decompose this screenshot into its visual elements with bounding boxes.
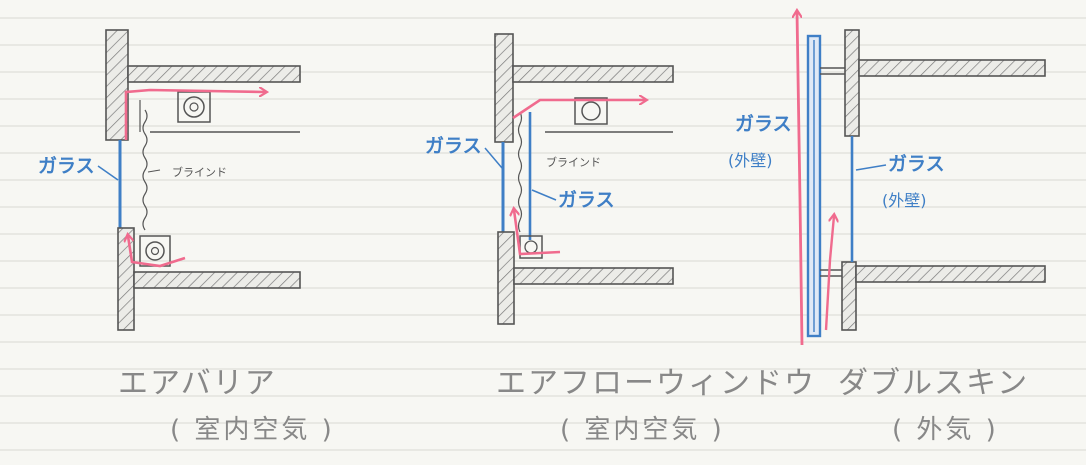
fan-unit-upper (177, 91, 211, 123)
upper-wall (494, 33, 514, 143)
lower-slab (513, 267, 674, 285)
upper-slab (512, 65, 674, 83)
caption-double-skin-subtitle: ( 外気 ) (892, 415, 999, 445)
panel-airflow-window: ガラス ブラインド ガラス (425, 33, 674, 325)
panel-air-barrier: ガラス ブラインド (38, 29, 301, 331)
air-flow-exhaust (512, 100, 645, 120)
caption-airflow-window-title: エアフローウィンドウ (496, 366, 816, 401)
label-glass-inner: ガラス (888, 153, 945, 175)
air-flow-return (124, 90, 265, 140)
label-glass: ガラス (38, 155, 95, 177)
caption-air-barrier-subtitle: ( 室内空気 ) (170, 415, 335, 445)
upper-wall (844, 29, 860, 137)
lower-wall (841, 261, 857, 331)
fan-unit-upper (574, 97, 608, 125)
label-glass-inner: ガラス (558, 189, 615, 211)
upper-slab (127, 65, 301, 83)
label-glass-outer: ガラス (735, 113, 792, 135)
label-blind: ブラインド (546, 155, 601, 169)
lower-wall (497, 231, 515, 325)
air-flow-supply (128, 236, 186, 268)
lower-wall (117, 227, 135, 331)
lower-slab (133, 271, 301, 289)
air-flow-cavity (824, 216, 834, 331)
blind (517, 111, 523, 233)
label-glass-inner-note: (外壁) (882, 191, 927, 210)
air-flow-outer (797, 12, 804, 346)
label-glass-outer-note: (外壁) (728, 151, 773, 170)
label-glass-outer: ガラス (425, 135, 482, 157)
panel-double-skin: ガラス (外壁) ガラス (外壁) (728, 12, 1046, 346)
label-blind: ブラインド (172, 165, 227, 179)
caption-double-skin-title: ダブルスキン (838, 366, 1029, 401)
lower-slab (855, 265, 1046, 283)
blind (142, 109, 148, 231)
air-flow-up (514, 210, 561, 256)
caption-air-barrier-title: エアバリア (118, 366, 277, 401)
caption-airflow-window-subtitle: ( 室内空気 ) (560, 415, 725, 445)
upper-wall (105, 29, 129, 141)
upper-slab (858, 59, 1046, 77)
